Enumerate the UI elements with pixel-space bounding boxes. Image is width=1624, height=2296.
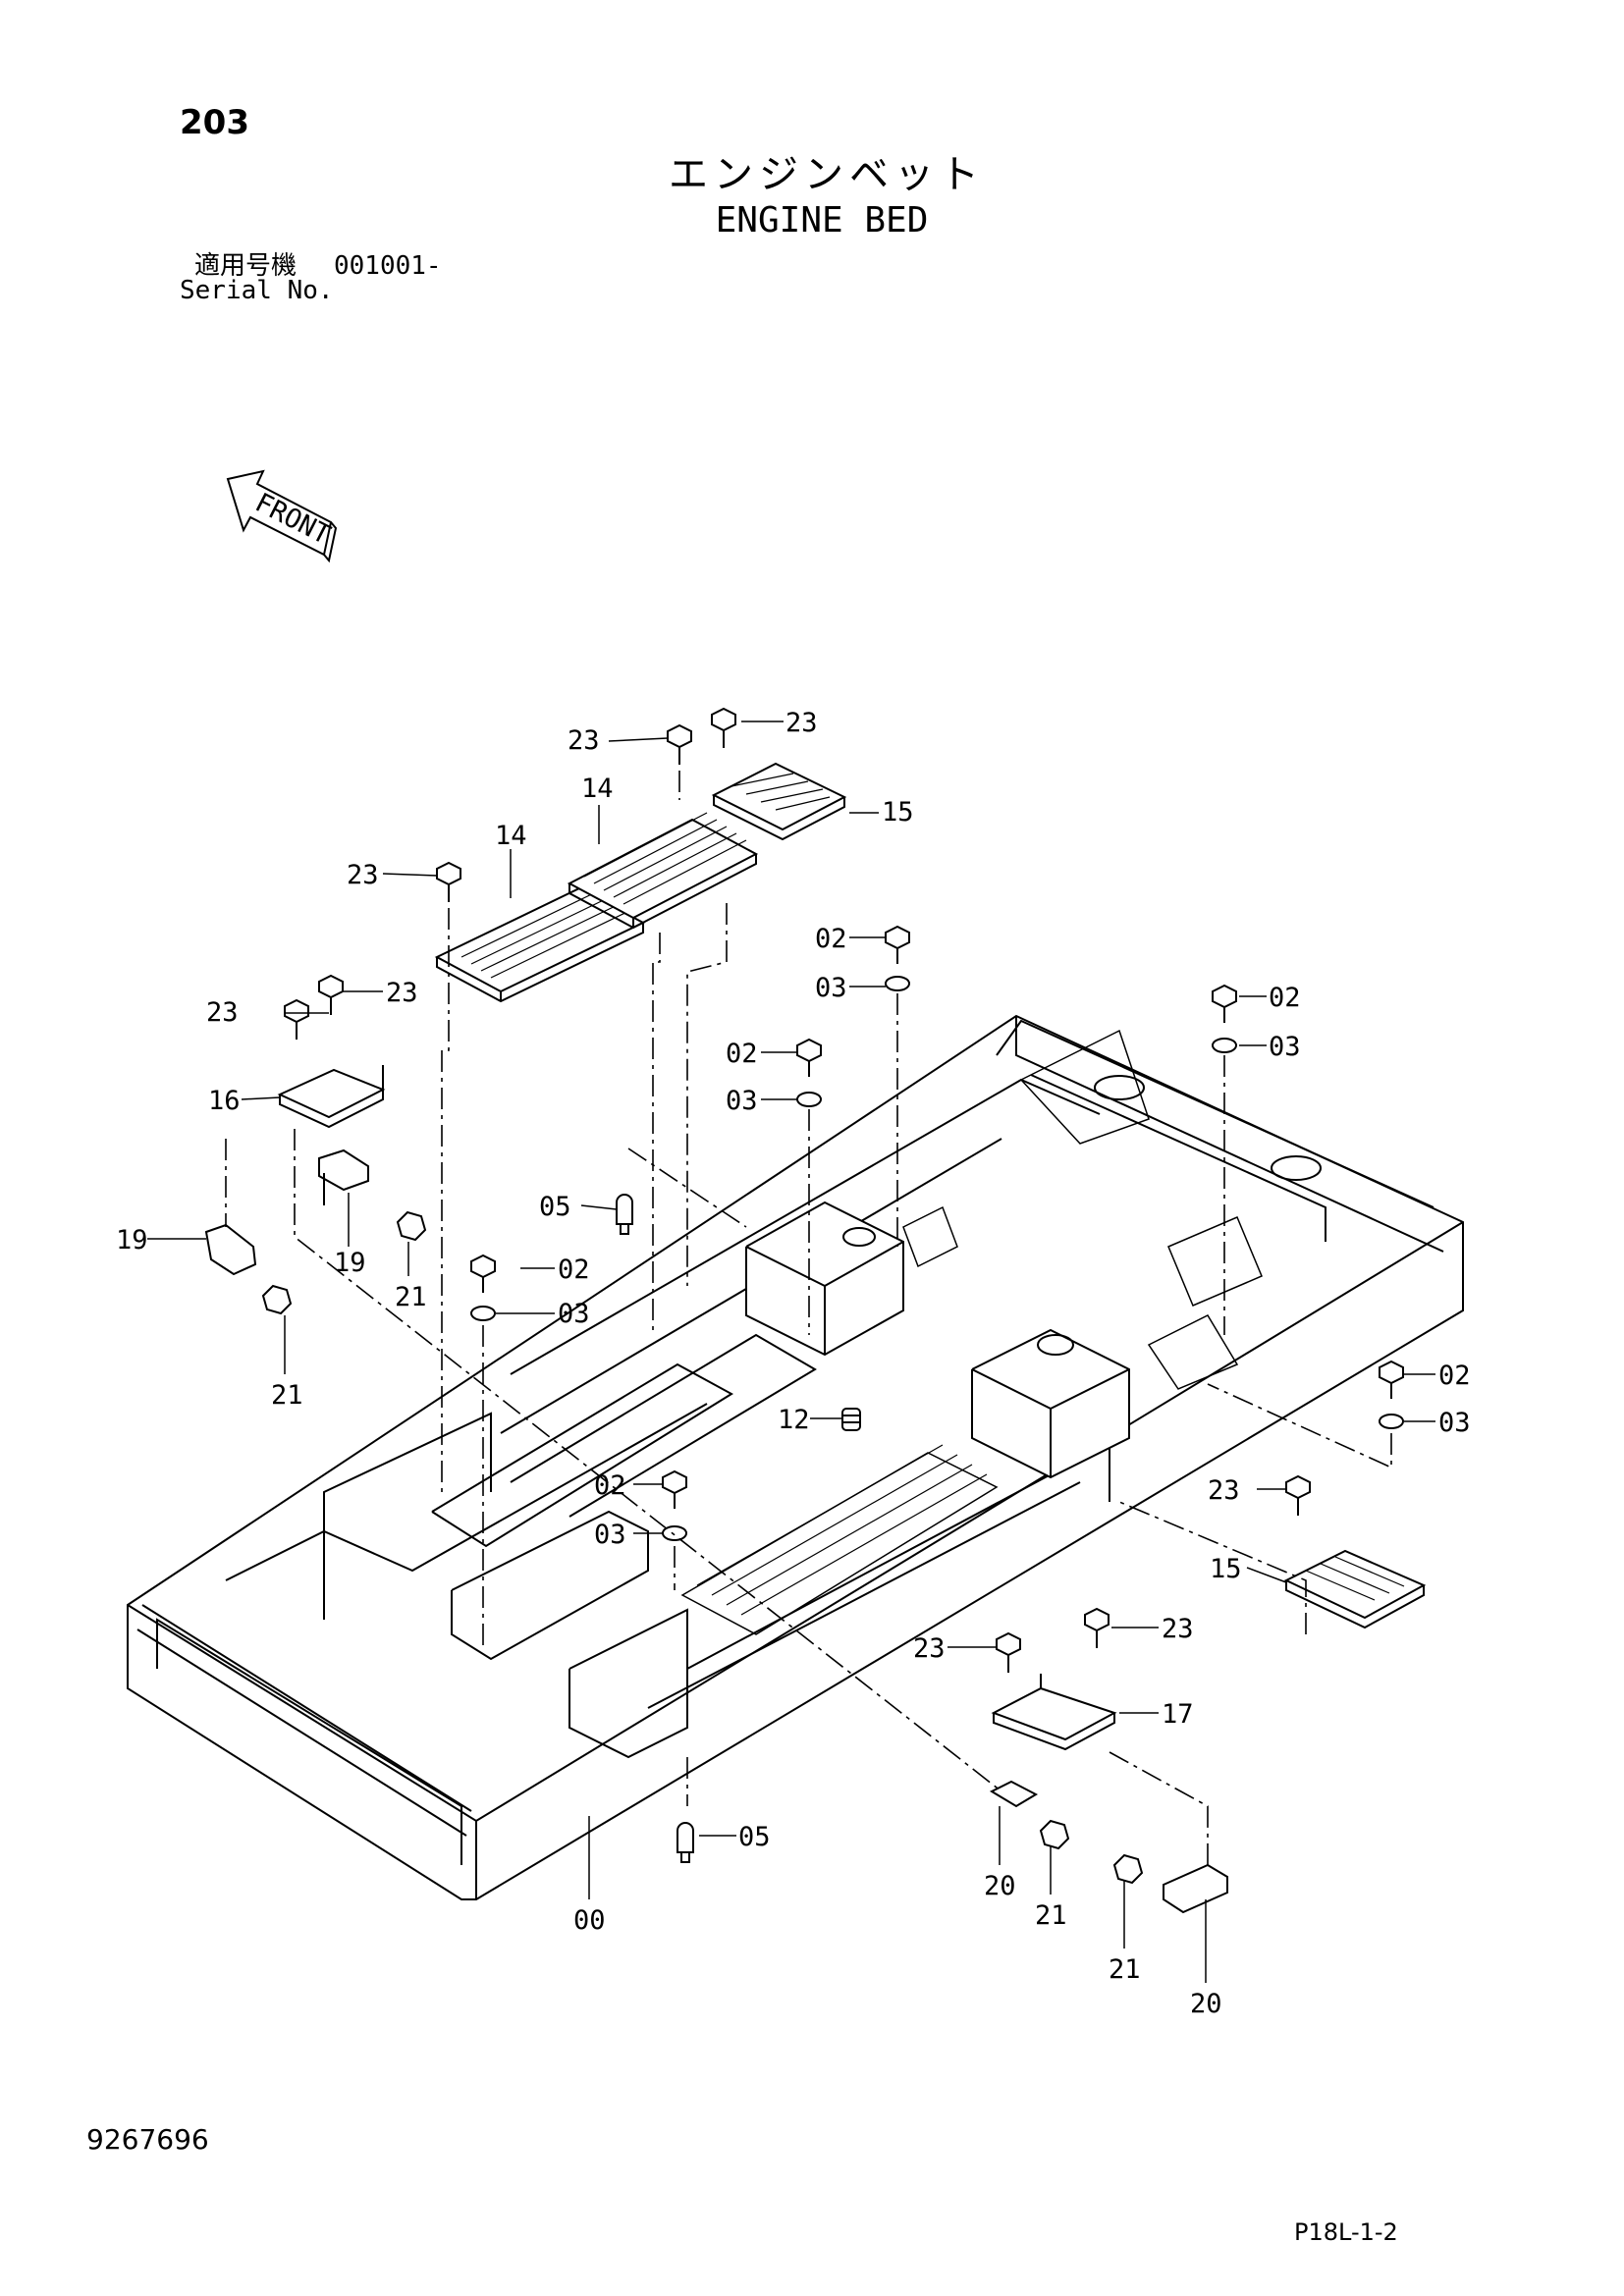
callout: 23 [347, 860, 379, 890]
callout: 21 [271, 1380, 303, 1411]
grating-16 [277, 1065, 386, 1129]
callout: 02 [558, 1255, 590, 1285]
callout: 12 [778, 1405, 810, 1435]
callout: 03 [726, 1086, 758, 1116]
grating-17 [991, 1674, 1117, 1751]
bracket-20-left [989, 1780, 1039, 1808]
callout: 02 [815, 924, 847, 954]
callout: 00 [573, 1905, 606, 1936]
callout: 21 [1109, 1954, 1141, 1985]
callout: 15 [1210, 1554, 1242, 1584]
serial-range: 001001- [334, 251, 442, 281]
front-arrow-label: FRONT [250, 488, 335, 552]
callout: 05 [738, 1822, 771, 1852]
callout: 03 [594, 1520, 626, 1550]
callout: 14 [495, 821, 527, 851]
title-english: ENGINE BED [715, 200, 929, 240]
callout: 03 [558, 1299, 590, 1329]
bolt-icon [261, 707, 1404, 1885]
callout: 02 [1269, 983, 1301, 1013]
callout: 05 [539, 1192, 571, 1222]
page-number: 203 [180, 103, 249, 142]
callout-labels: 23 23 14 14 15 23 23 23 16 19 19 21 21 0… [116, 708, 1471, 2019]
title-japanese: エンジンベット [669, 152, 985, 197]
callout: 03 [1438, 1408, 1471, 1438]
engine-bed-frame [127, 1014, 1464, 1900]
callout: 19 [334, 1248, 366, 1278]
serial-label-english: Serial No. [180, 276, 334, 305]
callout: 23 [785, 708, 818, 738]
callout-leaders [147, 721, 1435, 1983]
callout: 14 [581, 774, 614, 804]
callout: 23 [1208, 1475, 1240, 1506]
callout: 02 [726, 1039, 758, 1069]
bracket-19-left [204, 1223, 257, 1276]
front-arrow-icon: FRONT [226, 469, 338, 563]
callout: 19 [116, 1225, 148, 1255]
bracket-20-right [1163, 1863, 1228, 1914]
callout: 15 [882, 797, 914, 828]
callout: 16 [208, 1086, 241, 1116]
callout: 20 [984, 1871, 1016, 1901]
callout: 23 [1162, 1614, 1194, 1644]
callout: 02 [594, 1470, 626, 1501]
serial-label-japanese: 適用号機 [194, 251, 298, 281]
bracket-19-right [318, 1148, 369, 1205]
callout: 20 [1190, 1989, 1222, 2019]
callout: 23 [913, 1633, 946, 1664]
page-code: P18L-1-2 [1294, 2218, 1398, 2246]
assembly-leader-lines [225, 771, 1392, 1865]
callout: 23 [568, 725, 600, 756]
grating-15-upper [711, 762, 847, 841]
callout: 23 [206, 997, 239, 1028]
callout: 03 [815, 973, 847, 1003]
callout: 02 [1438, 1361, 1471, 1391]
grating-14-right [567, 812, 759, 930]
callout: 03 [1269, 1032, 1301, 1062]
grating-15-lower [1283, 1549, 1427, 1629]
document-number: 9267696 [86, 2123, 209, 2156]
callout: 23 [386, 978, 418, 1008]
callout: 21 [395, 1282, 427, 1312]
callout: 21 [1035, 1900, 1067, 1931]
callout: 17 [1162, 1699, 1194, 1730]
